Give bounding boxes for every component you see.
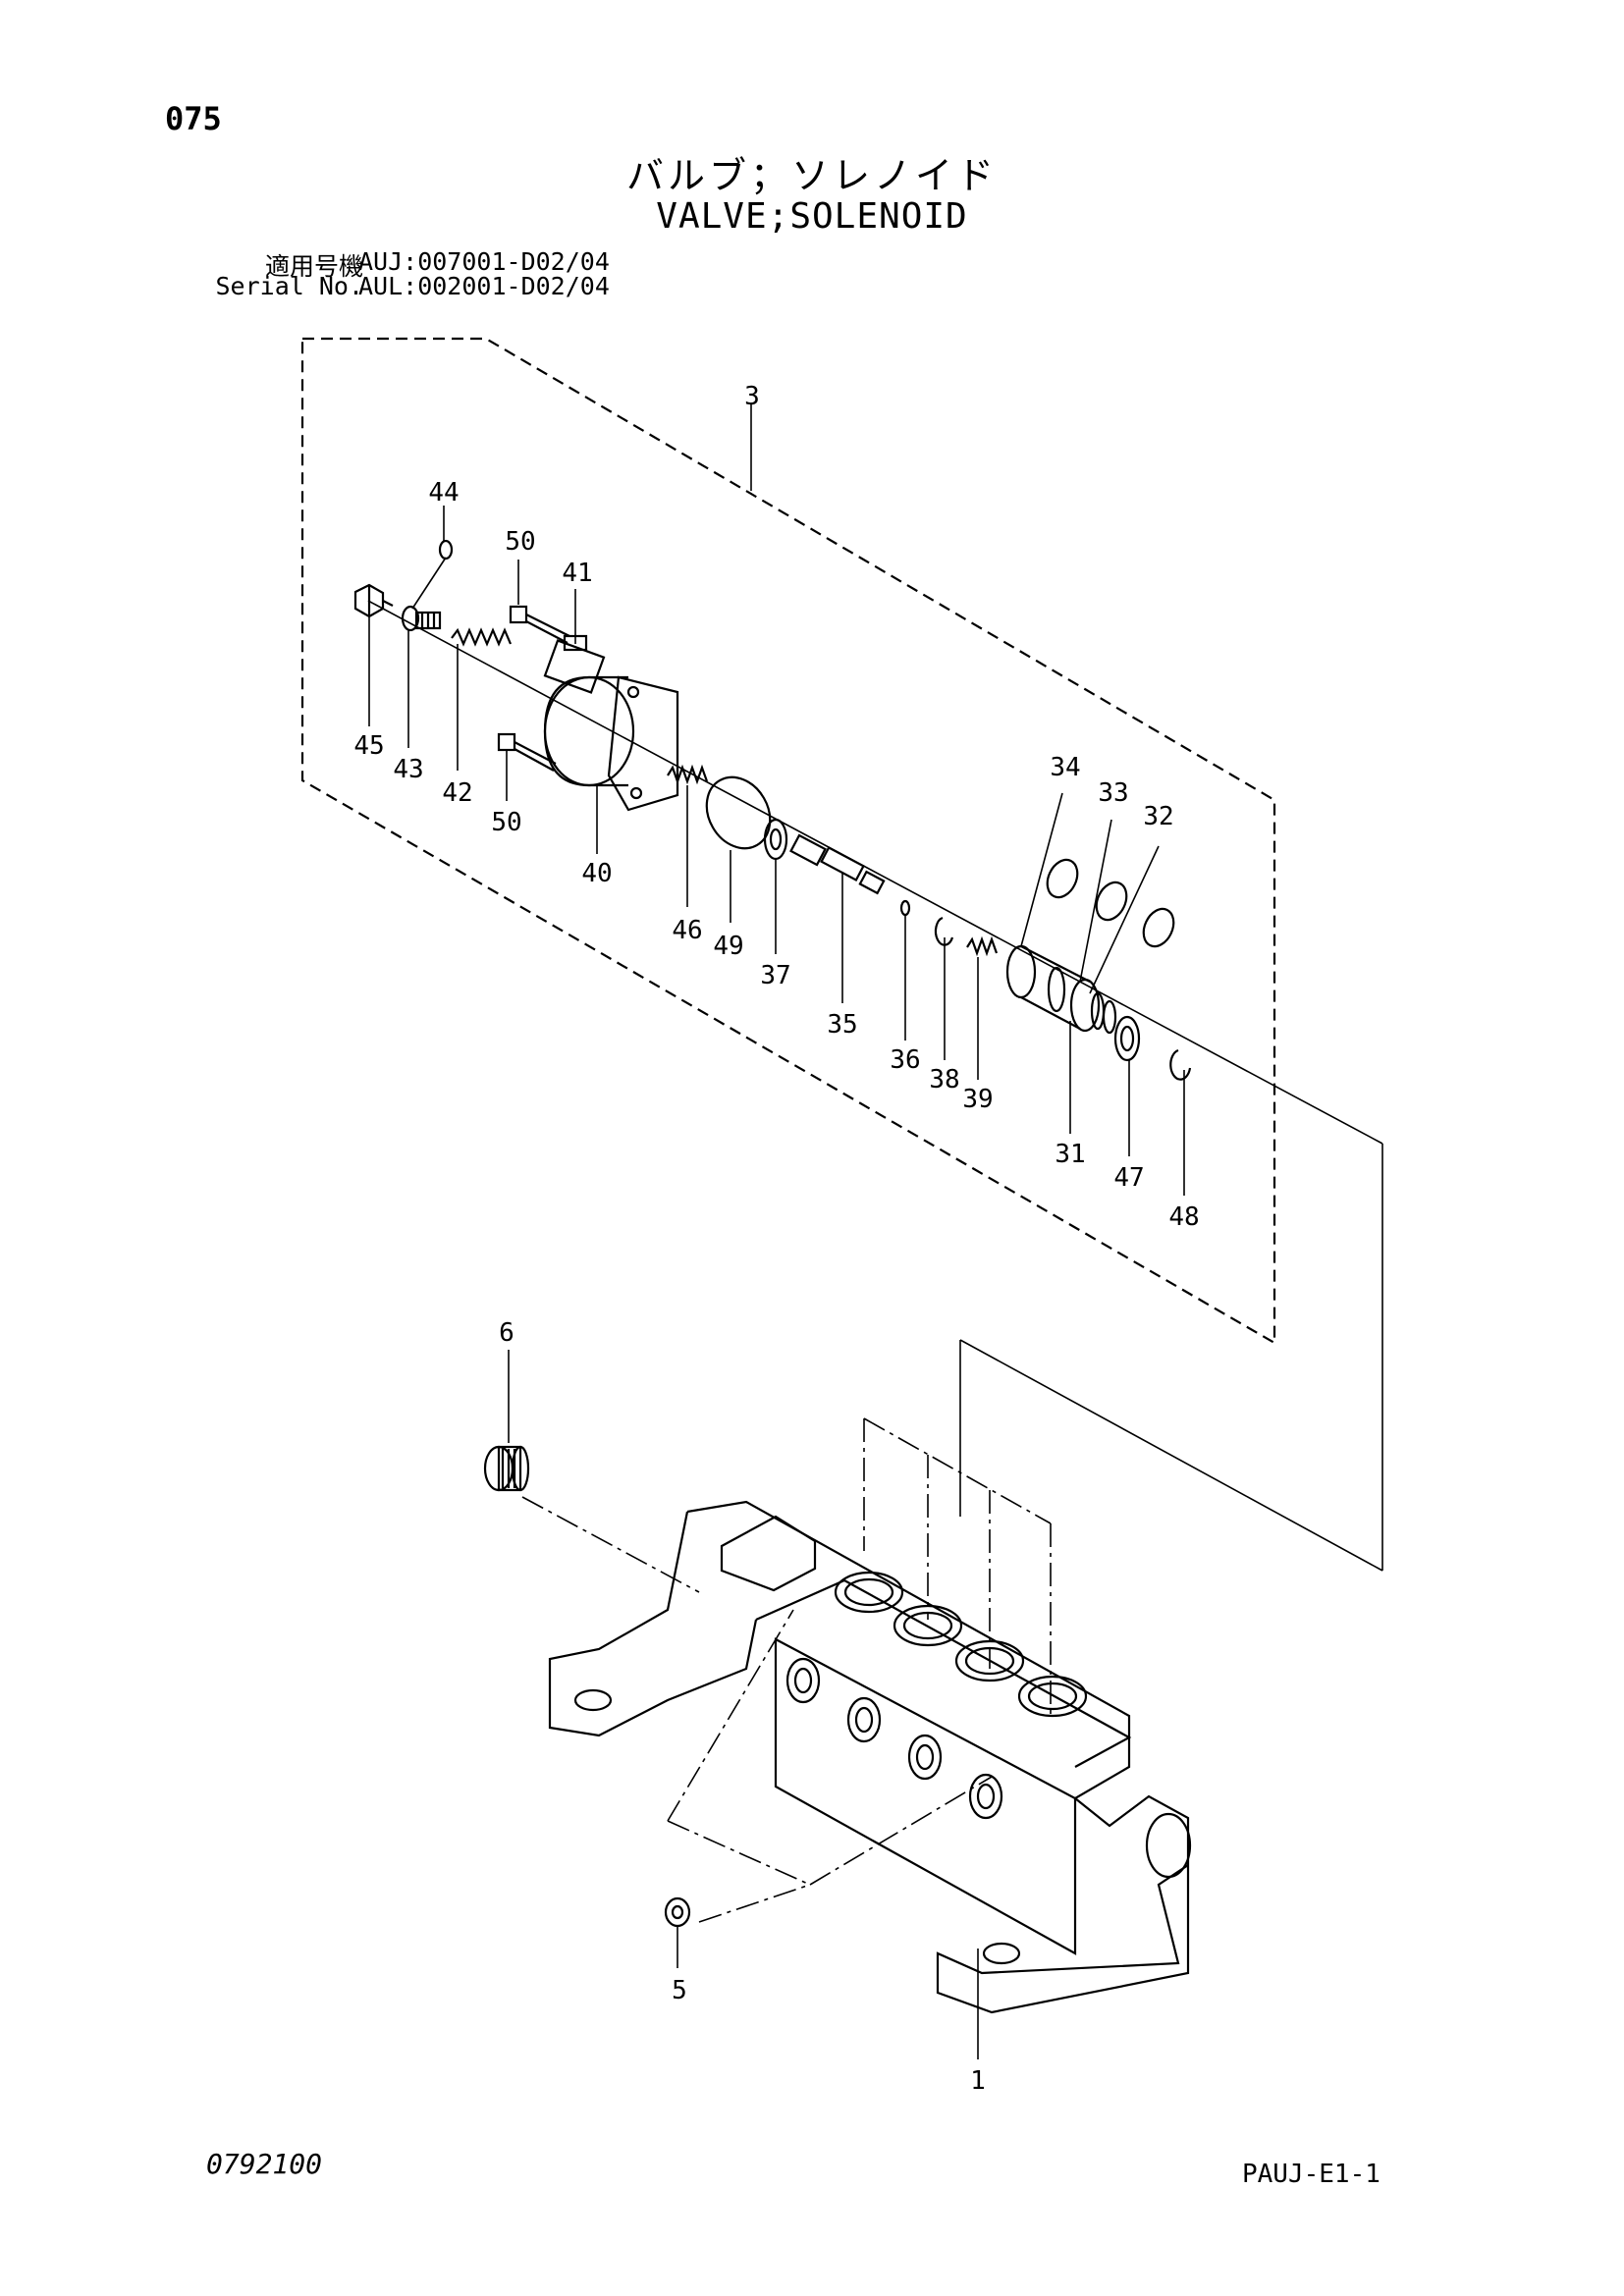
part-42-spring (451, 627, 513, 647)
title-english: VALVE;SOLENOID (656, 196, 968, 237)
callout-40: 40 (581, 859, 612, 888)
callout-6: 6 (499, 1318, 514, 1348)
part-35-spool (789, 833, 886, 895)
serial-value: AUL:002001-D02/04 (358, 272, 610, 300)
serial-label: Serial No. (215, 272, 363, 300)
assembly-3-boundary (300, 337, 1276, 1345)
callout-50-upper: 50 (505, 527, 535, 557)
callout-46: 46 (672, 916, 702, 945)
callout-31: 31 (1055, 1140, 1085, 1169)
part-49-o-ring (705, 775, 772, 850)
callout-5: 5 (672, 1976, 687, 2005)
serial-value: AUJ:007001-D02/04 (358, 247, 610, 276)
callout-37: 37 (760, 961, 790, 990)
callout-49: 49 (713, 932, 743, 961)
callout-labels: 3 44 50 41 45 43 42 50 40 46 49 37 35 36… (353, 382, 1199, 2096)
callout-45: 45 (353, 731, 384, 761)
page-number: 075 (165, 100, 222, 137)
axis-lines (367, 600, 1383, 1923)
document-number: 0792100 (206, 2148, 323, 2180)
callout-34: 34 (1050, 753, 1080, 782)
callout-35: 35 (827, 1010, 857, 1040)
part-50-bolt-upper (509, 605, 570, 644)
callout-33: 33 (1098, 778, 1128, 808)
callout-47: 47 (1113, 1163, 1144, 1193)
callout-43: 43 (393, 755, 423, 784)
part-38-snap-ring (934, 916, 954, 946)
part-39-spring (966, 935, 999, 957)
part-36-pin (899, 899, 911, 917)
part-47-backup-ring (1113, 1015, 1141, 1062)
callout-36: 36 (890, 1045, 920, 1075)
part-32-o-ring (1142, 907, 1175, 948)
part-5-plug (664, 1896, 691, 1928)
part-37-washer (763, 818, 788, 861)
callout-48: 48 (1168, 1202, 1199, 1232)
leader-lines (368, 404, 1185, 2059)
callout-1: 1 (970, 2066, 986, 2096)
part-43-adjusting-screw (401, 605, 442, 632)
callout-41: 41 (562, 559, 592, 588)
part-1-valve-body (548, 1500, 1192, 2014)
sheet-code: PAUJ-E1-1 (1242, 2160, 1380, 2189)
part-34-o-ring (1046, 858, 1079, 899)
callout-42: 42 (442, 778, 472, 808)
part-6-plug (483, 1445, 530, 1492)
callout-50-lower: 50 (491, 808, 521, 837)
callout-3: 3 (744, 382, 760, 411)
part-40-solenoid (543, 675, 679, 812)
title-japanese: バルブ；ソレノイド (625, 154, 998, 197)
part-33-o-ring (1095, 881, 1128, 922)
part-48-snap-ring (1169, 1048, 1192, 1081)
part-46-spring (667, 764, 709, 785)
callout-39: 39 (962, 1085, 993, 1114)
part-41-connector (543, 634, 606, 694)
part-45-cap-nut (353, 583, 394, 618)
callout-38: 38 (929, 1065, 959, 1095)
callout-44: 44 (428, 478, 459, 507)
part-44-o-ring (438, 539, 454, 561)
serial-label: 適用号機 (264, 252, 363, 281)
callout-32: 32 (1143, 802, 1173, 831)
part-31-sleeve (1005, 944, 1117, 1035)
